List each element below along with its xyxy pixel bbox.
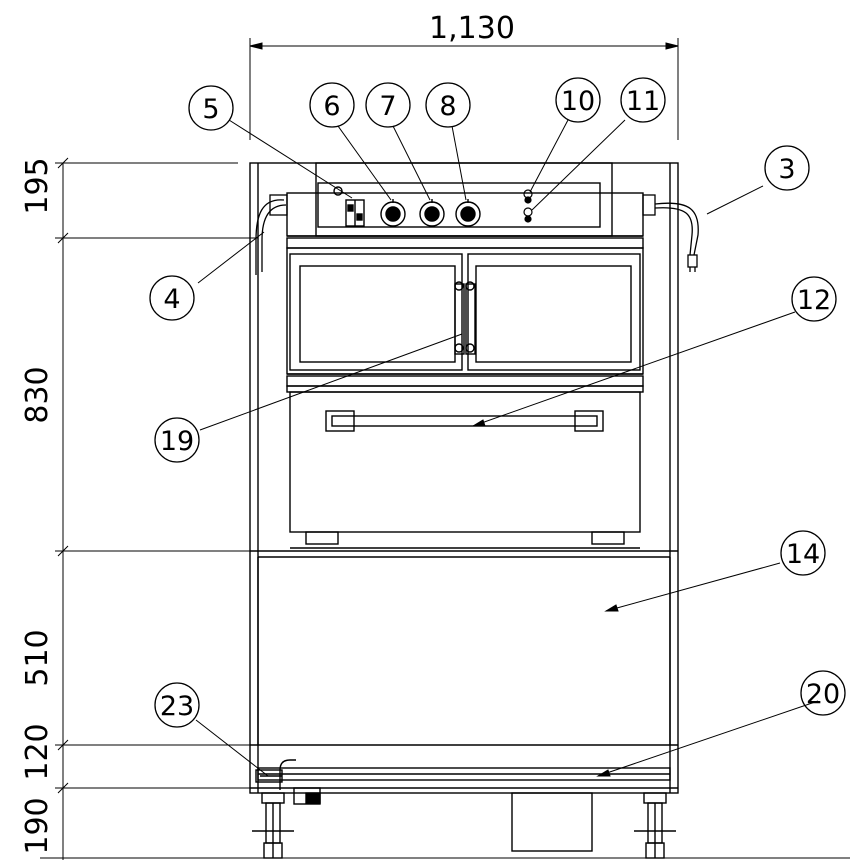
control-panel: [286, 162, 644, 249]
callout-14: 14: [780, 530, 826, 576]
callout-11: 11: [620, 77, 666, 123]
power-cord-left-icon: [255, 199, 287, 275]
dim-control-panel-height: 195: [20, 157, 55, 214]
svg-text:10: 10: [561, 86, 595, 117]
toggle-switch-10-icon: [523, 189, 533, 204]
dimension-labels: 1,130 195 830 510 120 190: [20, 11, 515, 855]
svg-text:11: 11: [626, 86, 660, 117]
svg-text:5: 5: [202, 94, 219, 125]
callout-6: 6: [309, 82, 355, 128]
svg-text:12: 12: [797, 285, 831, 316]
svg-text:19: 19: [160, 426, 194, 457]
callout-19: 19: [154, 417, 200, 463]
callout-3: 3: [764, 145, 810, 191]
base-cabinet: [257, 557, 671, 745]
machine-body: [249, 162, 679, 794]
knob-8-icon: [455, 199, 481, 227]
callout-20: 20: [800, 670, 846, 716]
dim-caster-height: 190: [20, 797, 55, 854]
svg-text:23: 23: [160, 691, 194, 722]
callout-leaders: [195, 119, 819, 777]
door-handles-icon: [454, 281, 476, 355]
drawer: [286, 385, 644, 549]
callout-4: 4: [149, 275, 195, 321]
power-cord-right-icon: [654, 202, 699, 272]
callout-12: 12: [791, 276, 837, 322]
dim-cabinet-height: 830: [20, 366, 55, 423]
callout-10: 10: [555, 77, 601, 123]
svg-text:8: 8: [439, 91, 456, 122]
dim-base-height: 510: [20, 629, 55, 686]
toggle-switch-11-icon: [523, 207, 533, 223]
svg-text:4: 4: [163, 284, 180, 315]
callout-7: 7: [365, 82, 411, 128]
callout-23: 23: [154, 682, 200, 728]
svg-text:14: 14: [786, 539, 820, 570]
svg-text:7: 7: [379, 91, 396, 122]
upper-doors: [286, 247, 644, 387]
knob-6-icon: [380, 199, 406, 227]
bottom-rail: [257, 767, 671, 852]
pilot-lamp-icon: [333, 186, 343, 196]
svg-text:6: 6: [323, 91, 340, 122]
knob-7-icon: [419, 199, 445, 227]
callout-8: 8: [425, 82, 471, 128]
callout-5: 5: [188, 85, 234, 131]
svg-text:3: 3: [778, 154, 795, 185]
drain-valve-icon: [255, 759, 321, 805]
dim-overall-width: 1,130: [429, 11, 515, 46]
caster-right-icon: [634, 792, 676, 859]
dim-bottom-rail-height: 120: [20, 723, 55, 780]
dimension-lines: [40, 38, 850, 860]
caster-left-icon: [252, 792, 294, 859]
svg-text:20: 20: [806, 679, 840, 710]
side-brackets: [269, 194, 656, 216]
